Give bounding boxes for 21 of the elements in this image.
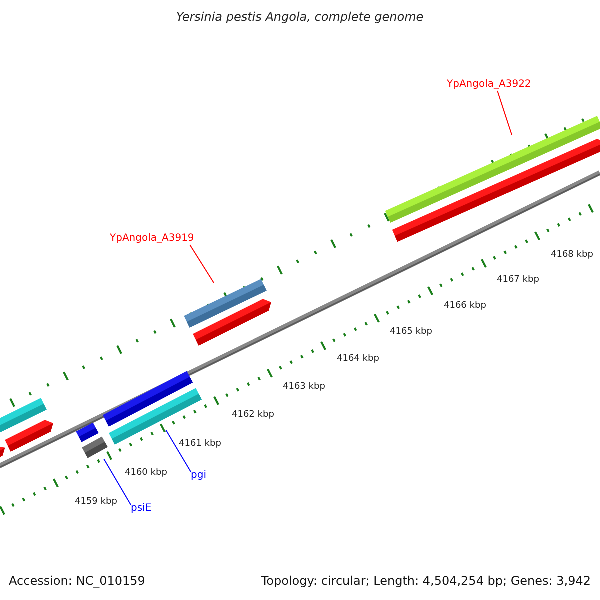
scale-label: 4159 kbp [75,497,118,507]
gene-label: psiE [131,503,152,515]
scale-label: 4163 kbp [283,382,326,392]
genome-info-text: Topology: circular; Length: 4,504,254 bp; Genes: 3,942 [261,574,591,588]
scale-label: 4166 kbp [444,301,486,311]
leader-line [497,90,512,136]
gene-label: YpAngola_A3919 [110,233,194,245]
gene-label: YpAngola_A3922 [447,79,532,91]
accession-text: Accession: NC_010159 [9,574,146,588]
scale-label: 4161 kbp [179,439,222,449]
scale-label: 4167 kbp [497,275,540,285]
leader-line [166,430,192,472]
scale-label: 4164 kbp [337,354,380,364]
scale-label: 4162 kbp [232,410,274,420]
leader-line [104,458,132,506]
map-title: Yersinia pestis Angola, complete genome [176,10,424,24]
gene-label: pgi [191,470,206,482]
scale-label: 4160 kbp [125,468,168,478]
leader-line [190,244,214,284]
scale-label: 4168 kbp [551,250,594,260]
scale-label: 4165 kbp [390,327,432,337]
